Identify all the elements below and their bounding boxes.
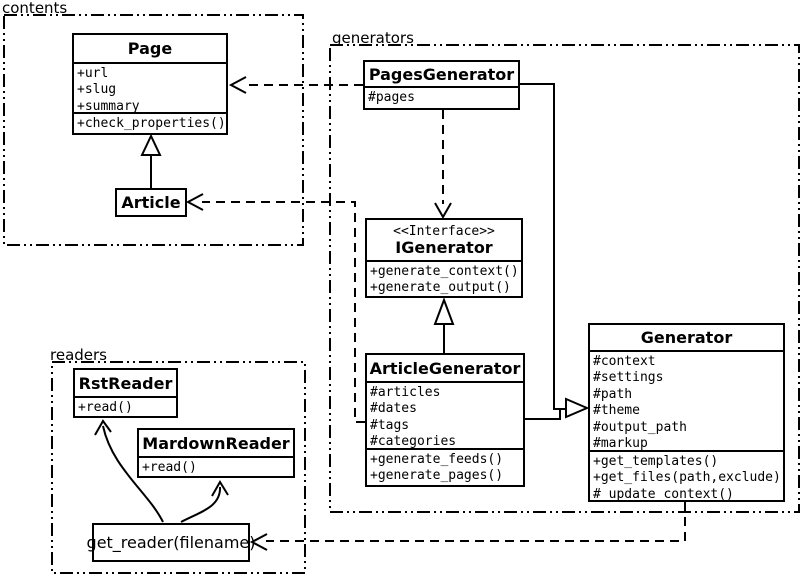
attribute: #output_path (593, 419, 687, 435)
class-articlegenerator: ArticleGenerator #articles #dates #tags … (365, 353, 525, 487)
class-generator-methods: +get_templates() +get_files(path,exclude… (590, 450, 783, 500)
getreader-to-mardownreader-arrowhead (211, 480, 229, 497)
attribute: +slug (77, 82, 117, 98)
class-generator: Generator #context #settings #path #them… (588, 323, 785, 502)
pagesgenerator-to-generator-line (520, 83, 566, 410)
class-article-title: Article (121, 193, 181, 212)
generator-to-getreader-dashed (266, 502, 686, 542)
method: +check_properties() (77, 116, 226, 131)
interface-igenerator-title: <<Interface>> IGenerator (367, 220, 521, 260)
pagesgenerator-to-page-arrowhead (228, 76, 247, 94)
attribute: #categories (370, 434, 457, 448)
class-article: Article (115, 188, 187, 217)
class-pagesgenerator: PagesGenerator #pages (363, 60, 520, 110)
package-label-readers: readers (50, 346, 107, 364)
getreader-to-rstreader-arrowhead (94, 419, 112, 436)
articlegenerator-to-generator-line (525, 409, 561, 420)
interface-igenerator: <<Interface>> IGenerator +generate_conte… (365, 218, 523, 298)
class-mardownreader: MardownReader +read() (137, 428, 295, 478)
article-to-page-triangle (140, 133, 162, 156)
method: +generate_context() (370, 264, 519, 279)
method: +generate_pages() (370, 468, 504, 484)
method: +get_files(path,exclude) (593, 470, 781, 486)
getreader-to-rstreader-curve (102, 425, 164, 523)
pagesgenerator-to-igenerator-arrowhead (434, 202, 452, 220)
articlegenerator-to-article-dashed (202, 201, 365, 423)
class-articlegenerator-methods: +generate_feeds() +generate_pages() (367, 448, 523, 485)
attribute: #markup (593, 436, 648, 450)
package-label-generators: generators (332, 29, 414, 47)
attribute: #context (593, 354, 656, 369)
class-page-title: Page (127, 39, 173, 58)
package-readers-border (51, 361, 306, 574)
method: +generate_output() (370, 280, 511, 296)
generator-to-getreader-arrowhead (249, 533, 268, 551)
attribute: #path (593, 386, 633, 402)
interface-stereotype: <<Interface>> (393, 223, 495, 239)
articlegenerator-to-igenerator-triangle (433, 297, 455, 325)
package-label-contents: contents (2, 0, 68, 17)
class-articlegenerator-attributes: #articles #dates #tags #categories (367, 381, 523, 448)
class-articlegenerator-title: ArticleGenerator (369, 358, 521, 378)
generator-triangle (565, 397, 590, 419)
class-page: Page +url +slug +summary +check_properti… (72, 33, 228, 135)
class-rstreader: RstReader +read() (73, 368, 178, 418)
method: +read() (142, 460, 197, 475)
attribute: #dates (370, 401, 417, 417)
attribute: +url (77, 66, 109, 81)
interface-igenerator-methods: +generate_context() +generate_output() (367, 260, 521, 296)
attribute: #settings (593, 370, 664, 386)
class-pagesgenerator-attributes: #pages (365, 86, 518, 108)
class-rstreader-title: RstReader (78, 373, 173, 393)
class-pagesgenerator-title: PagesGenerator (368, 64, 515, 84)
attribute: #tags (370, 417, 410, 433)
class-mardownreader-methods: +read() (139, 456, 293, 476)
class-page-attributes: +url +slug +summary (74, 62, 226, 112)
class-mardownreader-title: MardownReader (142, 433, 290, 453)
package-generators-border (329, 44, 800, 513)
getreader-to-mardownreader-curve (180, 486, 222, 523)
class-rstreader-methods: +read() (75, 396, 176, 416)
attribute: #pages (368, 90, 415, 105)
method: +get_templates() (593, 454, 719, 469)
articlegenerator-to-article-arrowhead (185, 193, 204, 211)
method: +generate_feeds() (370, 452, 504, 467)
attribute: +summary (77, 98, 140, 112)
class-page-methods: +check_properties() (74, 112, 226, 133)
package-contents-border (3, 14, 304, 246)
attribute: #theme (593, 403, 640, 419)
attribute: #articles (370, 385, 441, 400)
class-generator-title: Generator (640, 328, 733, 347)
interface-name: IGenerator (395, 237, 493, 257)
method: #_update_context() (593, 486, 734, 500)
function-get-reader: get_reader(filename) (87, 523, 255, 562)
method: +read() (78, 400, 133, 415)
class-generator-attributes: #context #settings #path #theme #output_… (590, 350, 783, 450)
